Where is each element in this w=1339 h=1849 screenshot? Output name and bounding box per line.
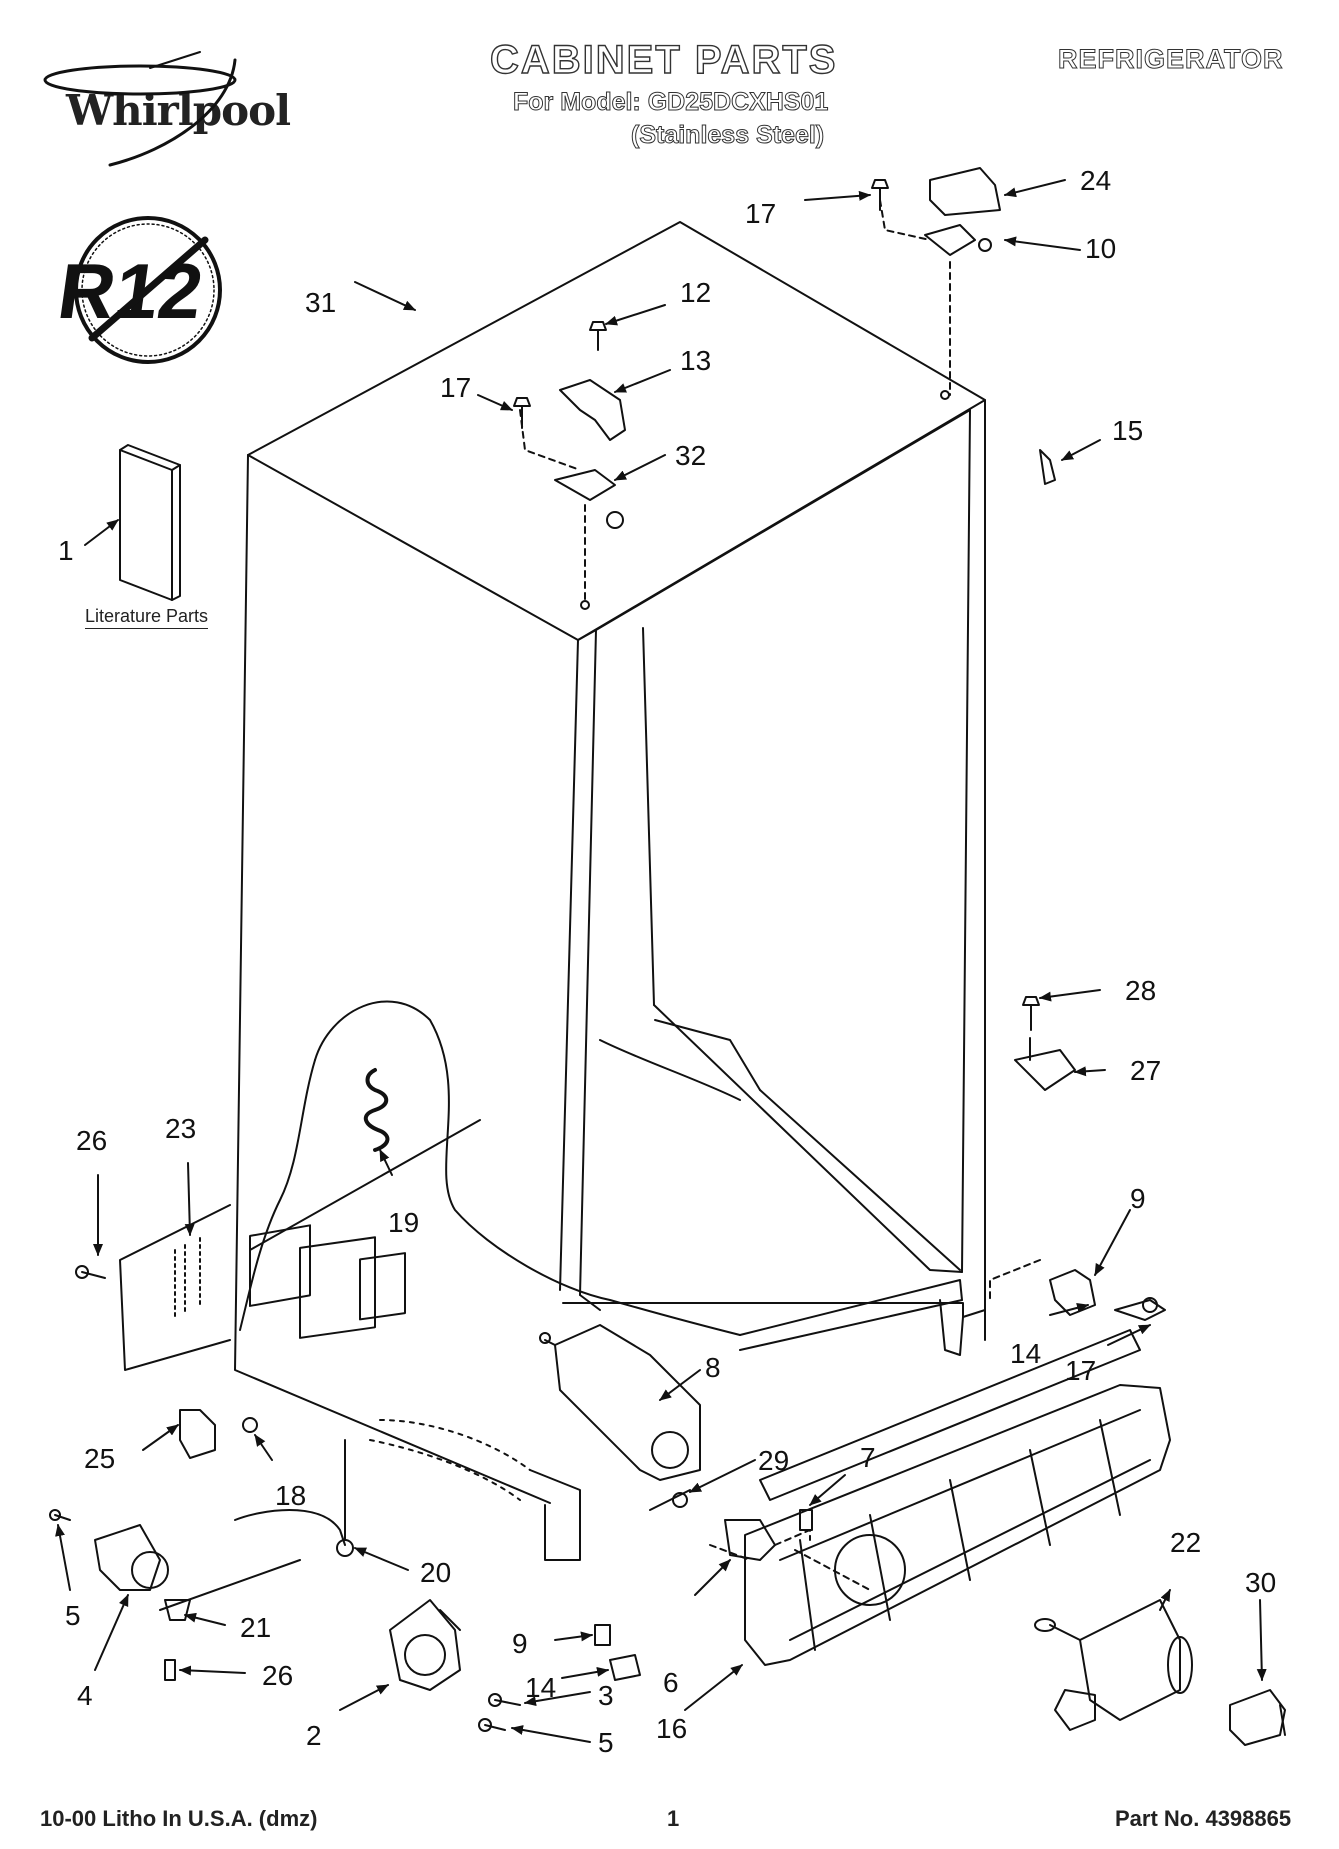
callout-10: 10 [1085,233,1116,264]
callout-15: 15 [1112,415,1143,446]
callout-19: 19 [388,1207,419,1238]
callout-17: 17 [1065,1355,1096,1386]
hinge-bracket-lower-left [49,1409,354,1681]
callout-26: 26 [262,1660,293,1691]
cutaway-section [239,1000,741,1561]
model-line: For Model: GD25DCXHS01 [512,88,829,117]
top-hinge-left [519,379,626,610]
screw-icon-set [513,179,1076,1091]
callout-24: 24 [1080,165,1111,196]
no-r12-icon: R12 [53,216,222,364]
callout-12: 12 [680,277,711,308]
literature-parts-label: Literature Parts [85,606,209,629]
callout-13: 13 [680,345,711,376]
callout-22: 22 [1170,1527,1201,1558]
callout-3: 3 [598,1680,614,1711]
callout-16: 16 [656,1713,687,1744]
callout-20: 20 [420,1557,451,1588]
callout-5: 5 [65,1600,81,1631]
cabinet-shell [234,221,986,1504]
page-title: CABINET PARTS [489,37,838,82]
top-hinge-right [879,167,1056,485]
callout-7: 7 [860,1442,876,1473]
callout-2: 2 [306,1720,322,1751]
callout-27: 27 [1130,1055,1161,1086]
callout-14: 14 [1010,1338,1041,1369]
callout-5: 5 [598,1727,614,1758]
hinge-bracket-lower-center [389,1599,641,1732]
callout-23: 23 [165,1113,196,1144]
hinge-bracket-lower-right [989,1259,1166,1321]
finish-note: (Stainless Steel) [630,121,825,150]
logo-swoosh-icon [43,51,237,167]
toe-grille [744,1329,1171,1666]
page-number: 1 [667,1806,680,1831]
callout-18: 18 [275,1480,306,1511]
water-filter [1034,1599,1286,1746]
callout-32: 32 [675,440,706,471]
callout-14: 14 [525,1672,556,1703]
callout-9: 9 [1130,1183,1146,1214]
condenser-tube [539,1324,871,1591]
callout-17: 17 [745,198,776,229]
callout-26: 26 [76,1125,107,1156]
callout-6: 6 [663,1667,679,1698]
callout-28: 28 [1125,975,1156,1006]
callout-labels: 31 17 24 10 12 13 17 32 15 1 28 27 26 23… [58,165,1276,1758]
callout-30: 30 [1245,1567,1276,1598]
access-panel [75,1204,231,1371]
leader-arrows [55,179,1267,1743]
callout-21: 21 [240,1612,271,1643]
callout-1: 1 [58,535,74,566]
category-label: REFRIGERATOR [1058,44,1284,75]
callout-17: 17 [440,372,471,403]
drain-coil [363,1068,390,1152]
part-number: Part No. 4398865 [1115,1806,1292,1831]
callout-31: 31 [305,287,336,318]
callout-25: 25 [84,1443,115,1474]
literature-booklet [119,444,181,601]
callout-29: 29 [758,1445,789,1476]
callout-8: 8 [705,1352,721,1383]
callout-9: 9 [512,1628,528,1659]
callout-4: 4 [77,1680,93,1711]
print-info: 10-00 Litho In U.S.A. (dmz) [40,1806,318,1831]
